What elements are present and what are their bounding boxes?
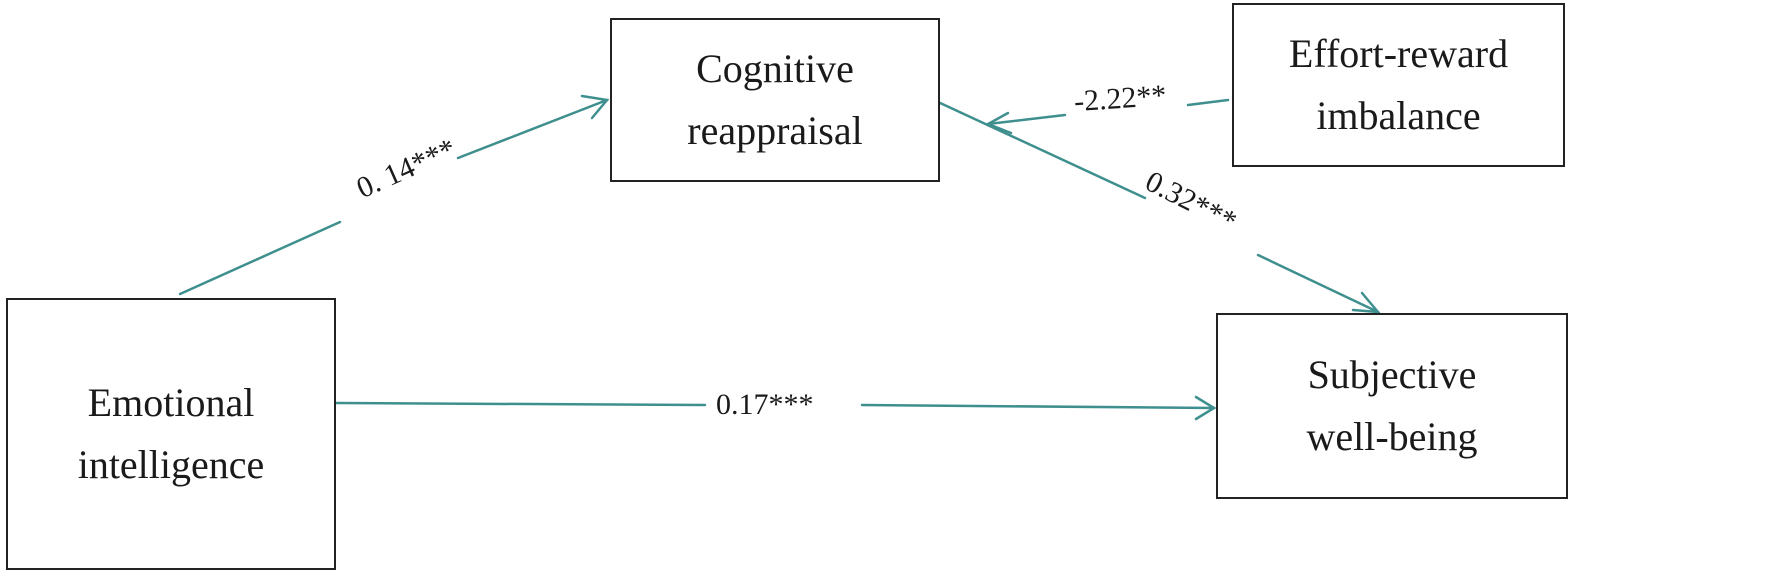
node-label-line-2: imbalance (1316, 93, 1481, 138)
arrow-ei-to-cr-segment-2 (456, 98, 609, 160)
arrow-erb-to-cr-segment-2 (986, 113, 1067, 126)
node-label-line-1: Emotional (87, 380, 255, 425)
edge-label-erb-to-cr: -2.22** (1068, 78, 1172, 120)
node-label-line-1: Effort-reward (1288, 31, 1509, 76)
node-emotional-intelligence: Emotional intelligence (6, 298, 336, 570)
node-cognitive-reappraisal: Cognitive reappraisal (610, 18, 940, 182)
node-label-line-1: Subjective (1307, 352, 1477, 397)
arrow-ei-to-swb-head (1194, 395, 1217, 421)
node-label-line-2: reappraisal (687, 108, 863, 153)
edge-label-ei-to-swb: 0.17*** (712, 388, 818, 422)
arrow-cr-to-swb-segment-2 (1256, 253, 1380, 314)
arrow-cr-to-swb-head (1351, 291, 1381, 314)
arrow-ei-to-swb-segment-1 (334, 401, 707, 407)
arrow-ei-to-cr-head (580, 94, 610, 120)
arrow-erb-to-cr-segment-1 (1186, 98, 1230, 107)
node-label-line-2: intelligence (77, 442, 265, 487)
node-effort-reward-imbalance: Effort-reward imbalance (1232, 3, 1565, 167)
node-subjective-well-being: Subjective well-being (1216, 313, 1568, 499)
node-label-line-1: Cognitive (696, 46, 854, 91)
arrow-ei-to-cr-segment-1 (178, 220, 342, 296)
node-label-line-2: well-being (1306, 414, 1478, 459)
arrow-cr-to-swb-segment-1 (936, 100, 1147, 200)
arrow-ei-to-swb-segment-2 (860, 403, 1216, 410)
